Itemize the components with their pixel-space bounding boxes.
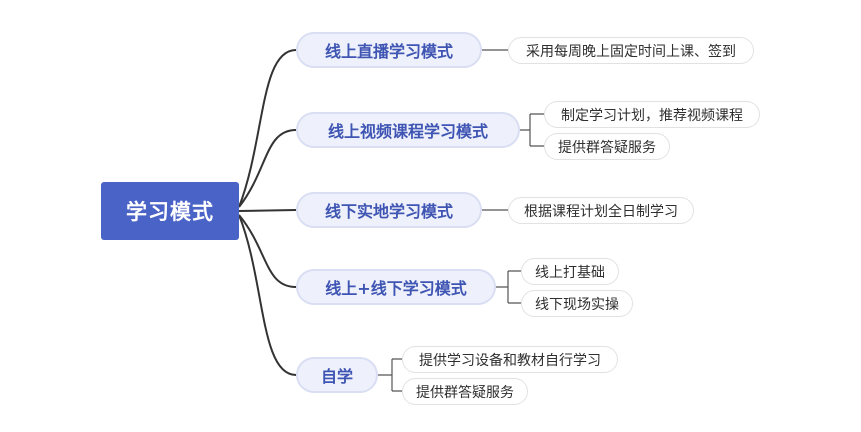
leaf-online-video-1[interactable]: 制定学习计划，推荐视频课程 [544, 101, 760, 128]
leaf-self-study-2[interactable]: 提供群答疑服务 [402, 378, 528, 405]
branch-hybrid[interactable]: 线上+线下学习模式 [296, 269, 496, 305]
branch-offline[interactable]: 线下实地学习模式 [296, 192, 482, 228]
connector-branch-2-bracket [520, 113, 544, 147]
leaf-offline-1[interactable]: 根据课程计划全日制学习 [508, 197, 694, 224]
branch-online-video[interactable]: 线上视频课程学习模式 [296, 112, 520, 148]
leaf-self-study-1[interactable]: 提供学习设备和教材自行学习 [402, 346, 618, 373]
connector-root-branch-3 [238, 209, 297, 212]
leaf-hybrid-2[interactable]: 线下现场实操 [521, 290, 633, 317]
connector-branch-5-bracket [378, 358, 402, 392]
branch-online-live[interactable]: 线上直播学习模式 [296, 32, 482, 68]
leaf-online-live-1[interactable]: 采用每周晚上固定时间上课、签到 [508, 37, 754, 64]
connector-root-branch-5 [238, 214, 297, 376]
leaf-hybrid-1[interactable]: 线上打基础 [521, 258, 619, 285]
leaf-online-video-2[interactable]: 提供群答疑服务 [544, 133, 670, 160]
connector-root-branch-1 [238, 49, 297, 208]
connector-branch-4-bracket [496, 270, 521, 304]
connector-root-branch-4 [238, 214, 297, 288]
root-node[interactable]: 学习模式 [101, 182, 239, 240]
branch-self-study[interactable]: 自学 [296, 357, 378, 393]
connector-root-branch-2 [238, 129, 297, 208]
